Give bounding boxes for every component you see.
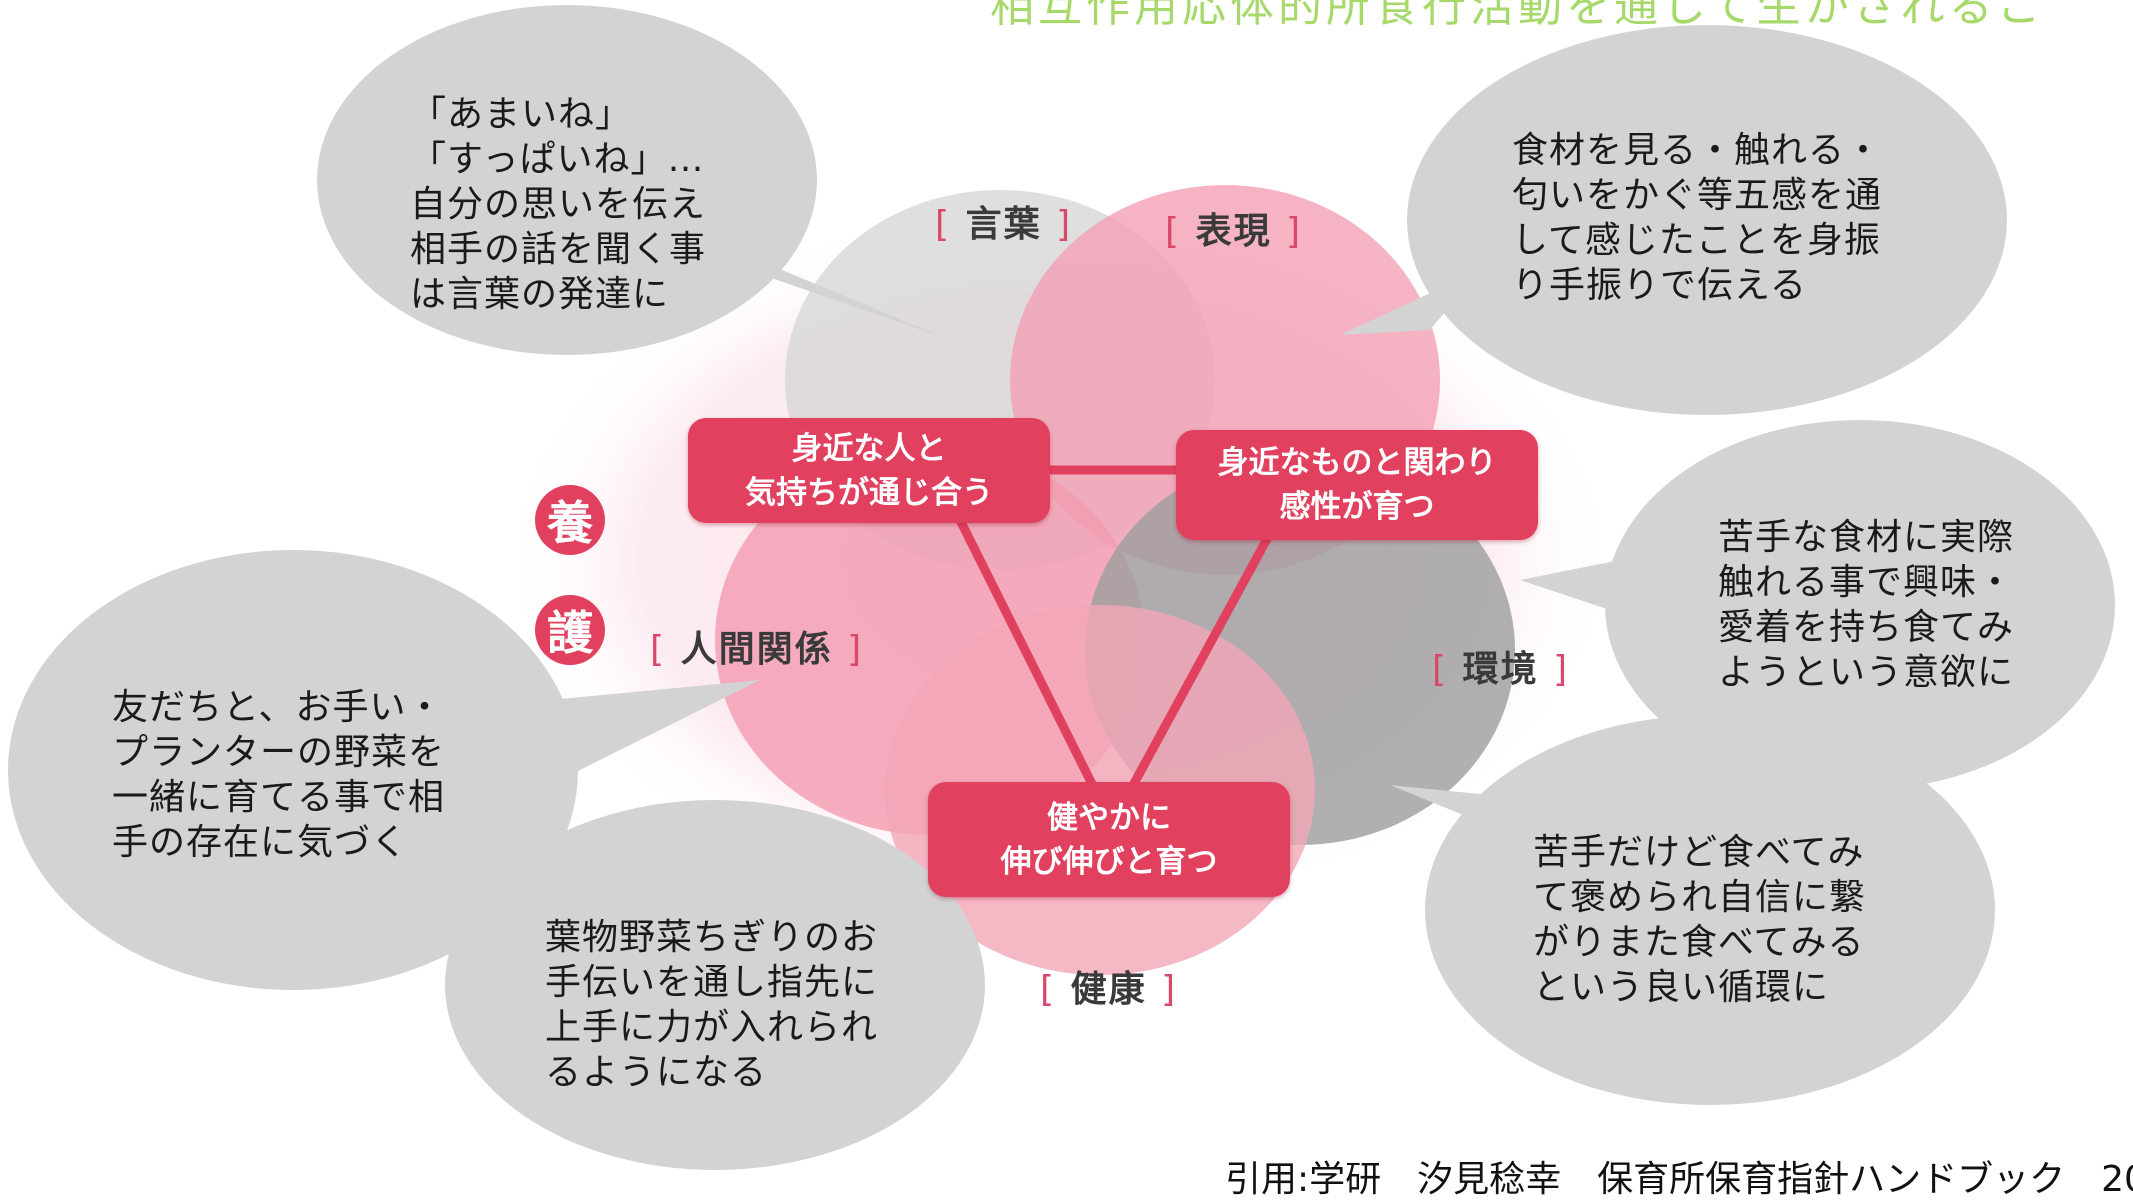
goal-box-things: 身近なものと関わり 感性が育つ [1176,430,1538,540]
bubble-hyougen [1340,25,2007,415]
domain-label-kotoba: [ 言葉 ] [935,204,1073,245]
bubble-ningen [8,550,760,990]
yogo-char-1: 養 [535,485,605,555]
bubble-kankyou-top [1520,420,2115,790]
citation: 引用:学研 汐見稔幸 保育所保育指針ハンドブック 201 [1225,1159,2133,1200]
goal-triangle [945,465,1284,803]
header-text: 相互作用応体的所食行活動を通して生かされるこ [990,0,2045,32]
yogo-char-2: 護 [535,595,605,665]
bubble-text-kankyou-top: 苦手な食材に実際 触れる事で興味・ 愛着を持ち食てみ ようという意欲に [1718,517,2015,693]
domain-label-kenkou: [ 健康 ] [1040,969,1178,1010]
bubble-text-kotoba: 「あまいね」 「すっぱいね」… 自分の思いを伝え 相手の話を聞く事 は言葉の発達… [410,94,707,315]
goal-box-people: 身近な人と 気持ちが通じ合う [688,418,1050,523]
bubble-kotoba [317,5,950,355]
domain-label-kankyou: [ 環境 ] [1432,649,1570,690]
bubble-text-kankyou-bottom: 苦手だけど食べてみ て褒められ自信に繋 がりまた食べてみる という良い循環に [1533,832,1867,1008]
domain-label-hyougen: [ 表現 ] [1165,211,1303,252]
bubble-text-hyougen: 食材を見る・触れる・ 匂いをかぐ等五感を通 して感じたことを身振 り手振りで伝え… [1512,130,1883,306]
bubble-kankyou-bottom [1390,715,1995,1105]
goal-box-health: 健やかに 伸び伸びと育つ [928,782,1290,897]
domain-label-ningen: [ 人間関係 ] [650,629,864,670]
bubble-text-ningen: 友だちと、お手い・ プランターの野菜を 一緒に育てる事で相 手の存在に気づく [112,687,446,863]
bubble-text-kenkou: 葉物野菜ちぎりのお 手伝いを通し指先に 上手に力が入れられ るようになる [545,917,879,1093]
